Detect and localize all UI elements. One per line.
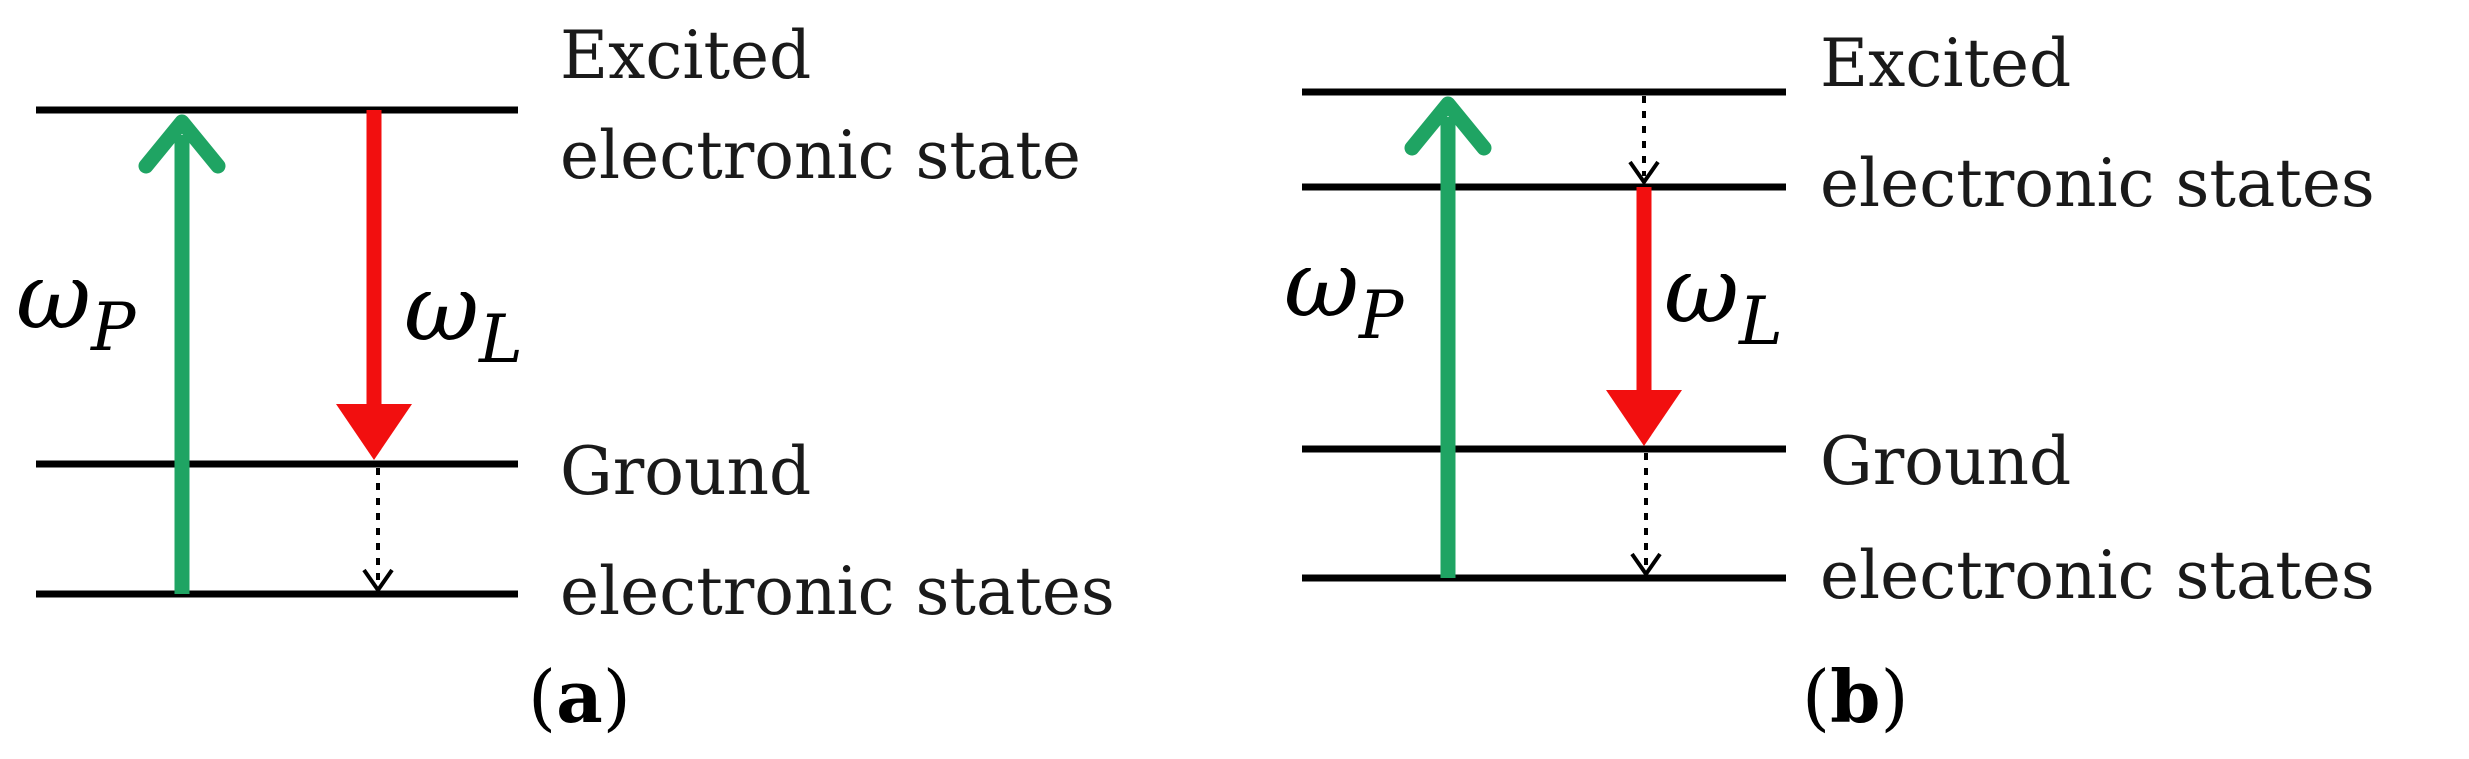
panel-b-ground-label-line1: Ground xyxy=(1820,423,2071,500)
panel-a-ground-label-line2: electronic states xyxy=(560,553,1115,630)
panel-b-excited-label-line2: electronic states xyxy=(1820,145,2375,222)
panel-b-pump-label: ωP xyxy=(1284,231,1405,354)
panel-a-excited-label-line2: electronic state xyxy=(560,117,1081,194)
panel-a-laser-arrow xyxy=(336,110,412,460)
panel-a-laser-label: ωL xyxy=(404,255,523,378)
panel-b-caption: (b) xyxy=(1802,654,1909,739)
panel-b: ωP ωL Excited electronic states Ground e… xyxy=(1284,25,2375,739)
panel-b-pump-arrow xyxy=(1404,96,1492,578)
panel-a: ωP ωL Excited electronic state Ground el… xyxy=(16,17,1115,739)
panel-a-pump-label: ωP xyxy=(16,243,137,366)
panel-b-laser-arrow xyxy=(1606,187,1682,446)
panel-a-ground-label-line1: Ground xyxy=(560,433,811,510)
panel-b-ground-relaxation-arrow xyxy=(1630,453,1662,578)
panel-a-excited-label-line1: Excited xyxy=(560,17,811,94)
panel-b-excited-label-line1: Excited xyxy=(1820,25,2071,102)
panel-a-caption: (a) xyxy=(528,654,631,739)
panel-b-ground-label-line2: electronic states xyxy=(1820,537,2375,614)
panel-a-relaxation-arrow xyxy=(362,468,394,594)
panel-a-pump-arrow xyxy=(138,114,226,594)
panel-b-excited-relaxation-arrow xyxy=(1628,96,1660,186)
panel-b-laser-label: ωL xyxy=(1664,237,1783,360)
